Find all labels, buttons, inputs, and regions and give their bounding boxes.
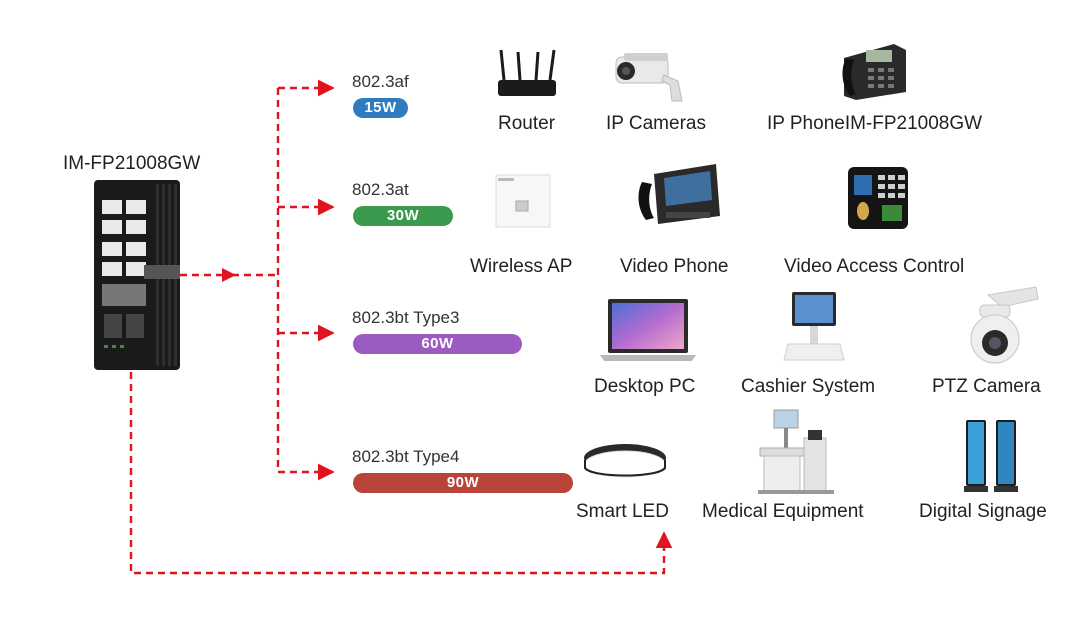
power-badge-60w: 60W (353, 334, 522, 354)
device-label-ptz-camera: PTZ Camera (932, 376, 1041, 397)
bottom-return-line (129, 372, 673, 575)
video-phone-icon (638, 164, 720, 224)
device-label-smart-led: Smart LED (576, 501, 669, 522)
device-label-wireless-ap: Wireless AP (470, 256, 573, 277)
router-icon (498, 49, 556, 96)
standard-label-af: 802.3af (352, 72, 409, 91)
access-control-icon (848, 167, 908, 229)
device-label-ip-phone: IP PhoneIM-FP21008GW (767, 113, 983, 134)
switch-model-label: IM-FP21008GW (63, 153, 201, 174)
power-badge-30w: 30W (353, 206, 453, 226)
device-label-ip-cameras: IP Cameras (606, 113, 706, 134)
digital-signage-icon (964, 420, 1018, 492)
standard-label-type4: 802.3bt Type4 (352, 447, 460, 466)
trunk-arrowhead (222, 268, 236, 282)
laptop-icon (600, 299, 696, 361)
device-label-digital-signage: Digital Signage (919, 501, 1047, 522)
standard-label-at: 802.3at (352, 180, 409, 199)
device-label-medical-equipment: Medical Equipment (702, 501, 864, 522)
ptz-camera-icon (970, 286, 1039, 364)
pos-icon (783, 292, 845, 361)
standard-label-type3: 802.3bt Type3 (352, 308, 460, 327)
device-label-video-access-control: Video Access Control (784, 256, 965, 277)
ceiling-light-icon (584, 444, 666, 478)
device-label-cashier-system: Cashier System (741, 376, 876, 397)
medical-equipment-icon (758, 409, 834, 494)
power-badge-90w: 90W (353, 473, 573, 493)
device-label-video-phone: Video Phone (620, 256, 729, 277)
wireless-ap-icon (495, 174, 551, 228)
power-badge-15w: 15W (353, 98, 408, 118)
device-label-desktop-pc: Desktop PC (594, 376, 696, 397)
ip-camera-icon (615, 53, 683, 102)
industrial-switch-icon (94, 180, 180, 370)
ip-phone-icon (842, 44, 906, 100)
device-label-router: Router (498, 113, 556, 134)
